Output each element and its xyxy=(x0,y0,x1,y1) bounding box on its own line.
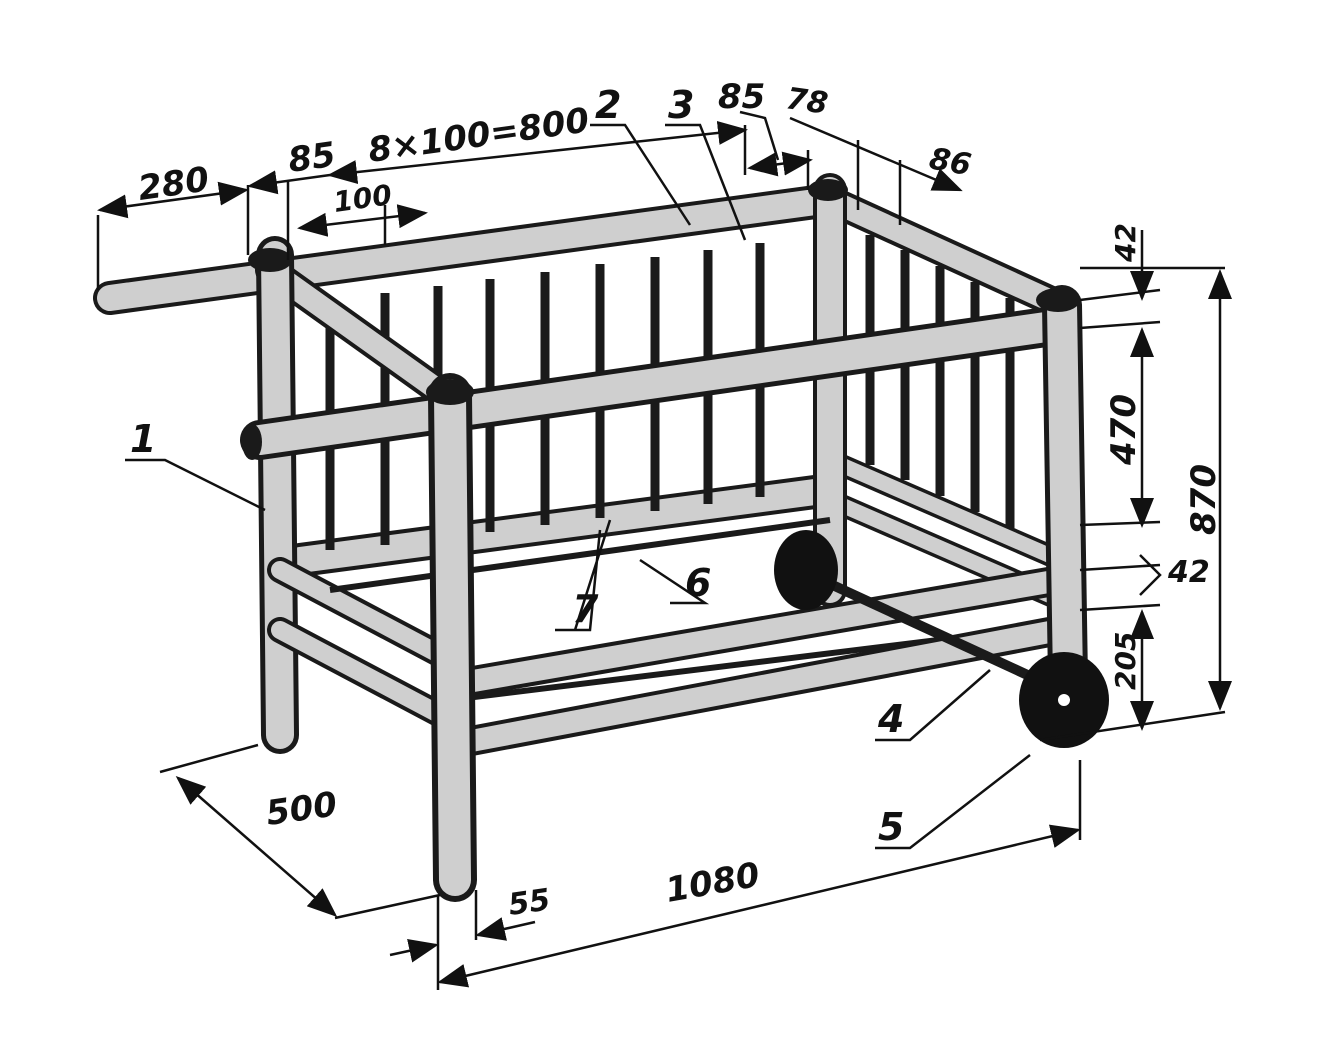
dim-78: 78 xyxy=(784,81,830,121)
part-7: 7 xyxy=(572,587,599,631)
frame xyxy=(93,173,1088,902)
dim-500: 500 xyxy=(264,784,340,833)
dim-42-lower: 42 xyxy=(1167,555,1210,590)
dim-42-top: 42 xyxy=(1109,223,1142,263)
part-5: 5 xyxy=(878,805,904,849)
part-6: 6 xyxy=(685,561,711,605)
part-1: 1 xyxy=(130,417,156,461)
leader-lines xyxy=(125,123,1031,850)
dim-870: 870 xyxy=(1184,464,1224,535)
dim-85-left: 85 xyxy=(286,135,338,181)
dim-205: 205 xyxy=(1109,632,1142,690)
dim-55: 55 xyxy=(506,882,552,922)
dim-86: 86 xyxy=(927,141,974,183)
dim-8x100: 8×100=800 xyxy=(366,100,592,171)
dim-470: 470 xyxy=(1104,394,1144,466)
part-2: 2 xyxy=(595,83,621,127)
back-wheel xyxy=(774,530,838,610)
dim-100: 100 xyxy=(331,178,393,219)
dim-1080: 1080 xyxy=(663,855,763,911)
part-labels: 1 2 3 4 5 6 7 xyxy=(130,83,904,849)
dimension-lines xyxy=(96,110,1232,990)
part-3: 3 xyxy=(668,83,694,127)
wheels xyxy=(774,530,1109,748)
dim-85-right: 85 xyxy=(718,77,765,117)
part-4: 4 xyxy=(877,697,904,741)
dim-280: 280 xyxy=(136,159,212,208)
